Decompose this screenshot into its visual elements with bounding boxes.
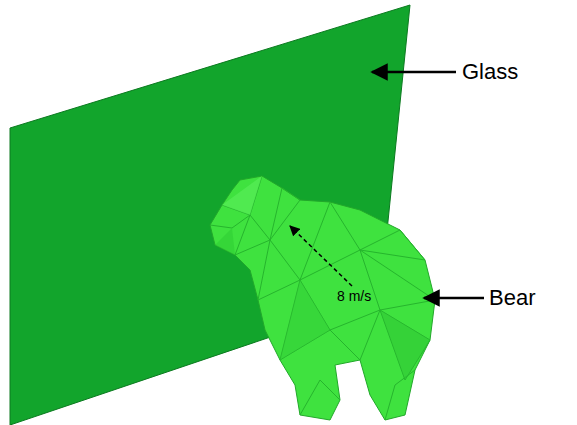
bear-leader-arrow <box>424 297 484 300</box>
part-label: Bear <box>489 287 535 309</box>
bear-figure <box>210 176 435 420</box>
glass-leader-arrow <box>372 71 456 74</box>
velocity-arrow <box>290 226 352 286</box>
velocity-label: 8 m/s <box>337 289 371 303</box>
part-label: Glass <box>462 61 518 83</box>
